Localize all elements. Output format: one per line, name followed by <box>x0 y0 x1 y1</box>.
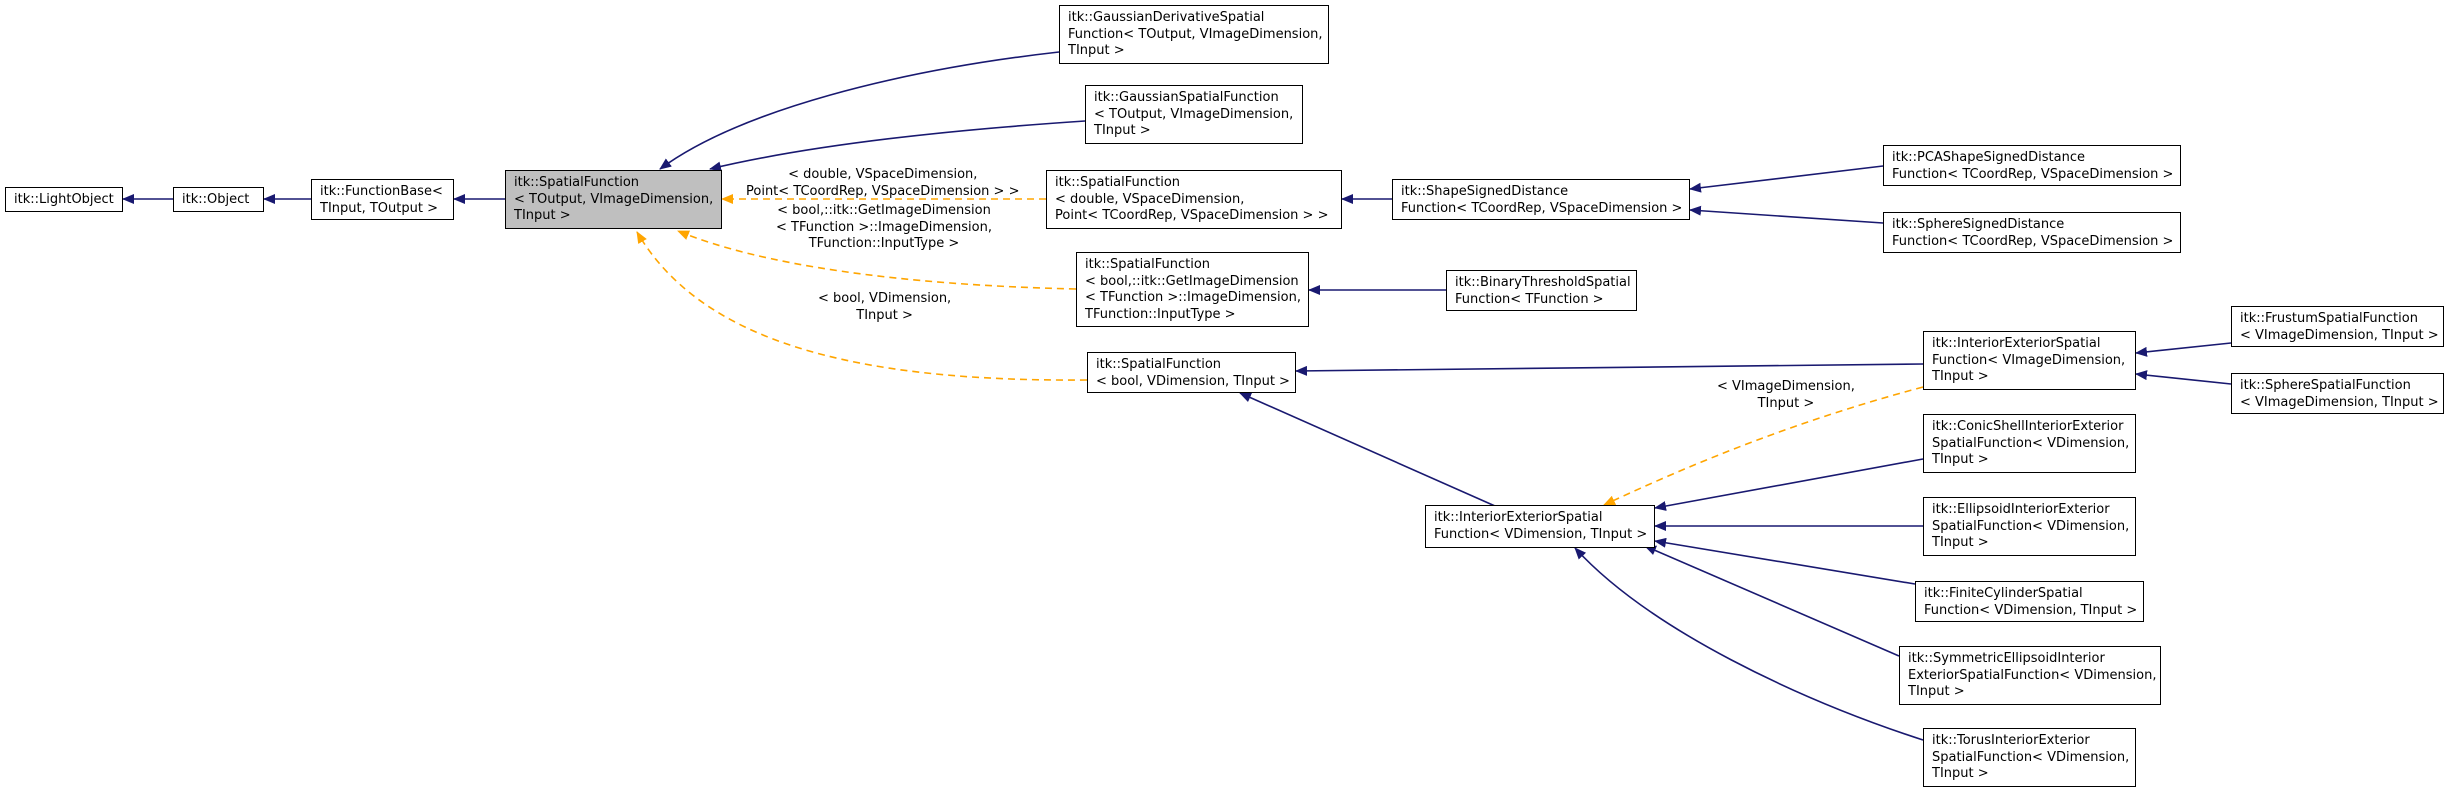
node-spatialfunction[interactable]: itk::SpatialFunction < TOutput, VImageDi… <box>505 170 722 229</box>
edge-iespatialvdim-sfboolvdim <box>1239 392 1496 507</box>
edge-pcashape-shapesigned <box>1689 165 1884 193</box>
edge-gaussianderivative-spatialfunction <box>659 51 1060 170</box>
edge-template-sfboolgetimage <box>677 230 1077 290</box>
edge-label-vimage: < VImageDimension, TInput > <box>1717 379 1855 411</box>
node-conic-shell[interactable]: itk::ConicShellInteriorExterior SpatialF… <box>1923 414 2136 473</box>
node-object[interactable]: itk::Object <box>173 187 264 212</box>
node-sphere-signed-distance[interactable]: itk::SphereSignedDistance Function< TCoo… <box>1883 212 2181 253</box>
edge-frustum-iespatialvimage <box>2135 342 2232 357</box>
edge-spheresigned-shapesigned <box>1689 205 1884 224</box>
edge-label-double: < double, VSpaceDimension, Point< TCoord… <box>746 167 1020 199</box>
node-interior-exterior-vdim[interactable]: itk::InteriorExteriorSpatial Function< V… <box>1425 505 1655 548</box>
node-sf-bool-getimage[interactable]: itk::SpatialFunction < bool,::itk::GetIm… <box>1076 252 1309 327</box>
node-frustum-spatial[interactable]: itk::FrustumSpatialFunction < VImageDime… <box>2231 306 2444 347</box>
node-torus[interactable]: itk::TorusInteriorExterior SpatialFuncti… <box>1923 728 2136 787</box>
edge-finitecylinder-iespatialvdim <box>1654 537 1916 585</box>
node-pca-shape-signed-distance[interactable]: itk::PCAShapeSignedDistance Function< TC… <box>1883 145 2181 186</box>
edge-conicshell-iespatialvdim <box>1654 458 1924 511</box>
edge-spherespatial-iespatialvimage <box>2135 370 2232 385</box>
node-shape-signed-distance[interactable]: itk::ShapeSignedDistance Function< TCoor… <box>1392 179 1690 220</box>
node-finite-cylinder[interactable]: itk::FiniteCylinderSpatial Function< VDi… <box>1915 581 2144 622</box>
edge-torus-iespatialvdim <box>1574 547 1924 741</box>
node-sphere-spatial[interactable]: itk::SphereSpatialFunction < VImageDimen… <box>2231 373 2444 414</box>
node-gaussian-derivative[interactable]: itk::GaussianDerivativeSpatial Function<… <box>1059 5 1329 64</box>
edge-label-bool-getimage: < bool,::itk::GetImageDimension < TFunct… <box>776 203 992 251</box>
node-ellipsoid[interactable]: itk::EllipsoidInteriorExterior SpatialFu… <box>1923 497 2136 556</box>
node-interior-exterior-vimage[interactable]: itk::InteriorExteriorSpatial Function< V… <box>1923 331 2136 390</box>
edge-template-sfboolvdim <box>636 231 1088 381</box>
edge-symmetricellipsoid-iespatialvdim <box>1644 545 1900 657</box>
node-gaussian-spatial[interactable]: itk::GaussianSpatialFunction < TOutput, … <box>1085 85 1303 144</box>
node-lightobject[interactable]: itk::LightObject <box>5 187 123 212</box>
edge-template-iespatialvdim <box>1603 386 1924 506</box>
node-functionbase[interactable]: itk::FunctionBase< TInput, TOutput > <box>311 179 454 220</box>
edge-gaussianspatial-spatialfunction <box>709 120 1086 172</box>
node-binary-threshold[interactable]: itk::BinaryThresholdSpatial Function< TF… <box>1446 270 1637 311</box>
node-symmetric-ellipsoid[interactable]: itk::SymmetricEllipsoidInterior Exterior… <box>1899 646 2161 705</box>
edge-iespatialvimage-sfboolvdim <box>1295 363 1924 376</box>
node-sf-double[interactable]: itk::SpatialFunction < double, VSpaceDim… <box>1046 170 1342 229</box>
edge-label-bool-vdim: < bool, VDimension, TInput > <box>818 291 952 323</box>
node-sf-bool-vdim[interactable]: itk::SpatialFunction < bool, VDimension,… <box>1087 352 1296 393</box>
